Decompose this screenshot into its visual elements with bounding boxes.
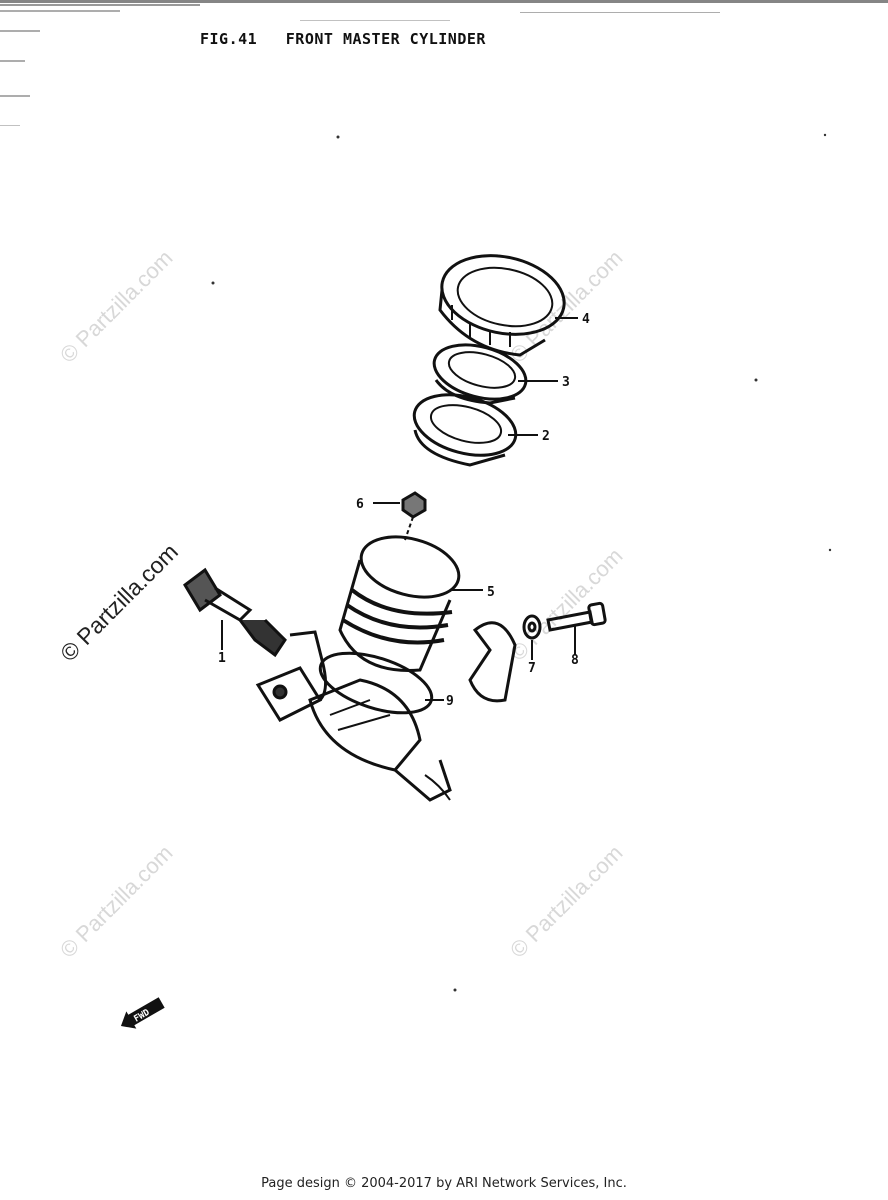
callout-6: 6	[356, 497, 364, 512]
reservoir-tank	[338, 535, 461, 672]
reservoir-diaphragm	[412, 393, 518, 467]
diaphragm-plate	[432, 343, 528, 405]
washer	[522, 614, 542, 640]
reservoir-cap	[438, 254, 566, 357]
figure-title: FIG.41 FRONT MASTER CYLINDER	[200, 30, 486, 48]
o-ring	[318, 651, 434, 715]
callout-8: 8	[571, 653, 579, 668]
screw	[401, 491, 427, 541]
callout-2: 2	[542, 429, 550, 444]
callout-4: 4	[582, 312, 590, 327]
forward-arrow-icon: FWD	[120, 997, 165, 1029]
scan-noise	[0, 0, 888, 126]
callout-3: 3	[562, 375, 570, 390]
bolt	[546, 601, 607, 632]
callout-leaders	[221, 317, 578, 701]
callout-7: 7	[528, 661, 536, 676]
page-footer: Page design © 2004-2017 by ARI Network S…	[261, 1176, 627, 1191]
piston-assembly	[183, 567, 287, 658]
callout-9: 9	[446, 694, 454, 709]
callout-1: 1	[218, 651, 226, 666]
scan-specks	[211, 133, 832, 992]
holder-clamp	[468, 621, 517, 703]
callout-5: 5	[487, 585, 495, 600]
master-cylinder-body	[255, 630, 452, 802]
